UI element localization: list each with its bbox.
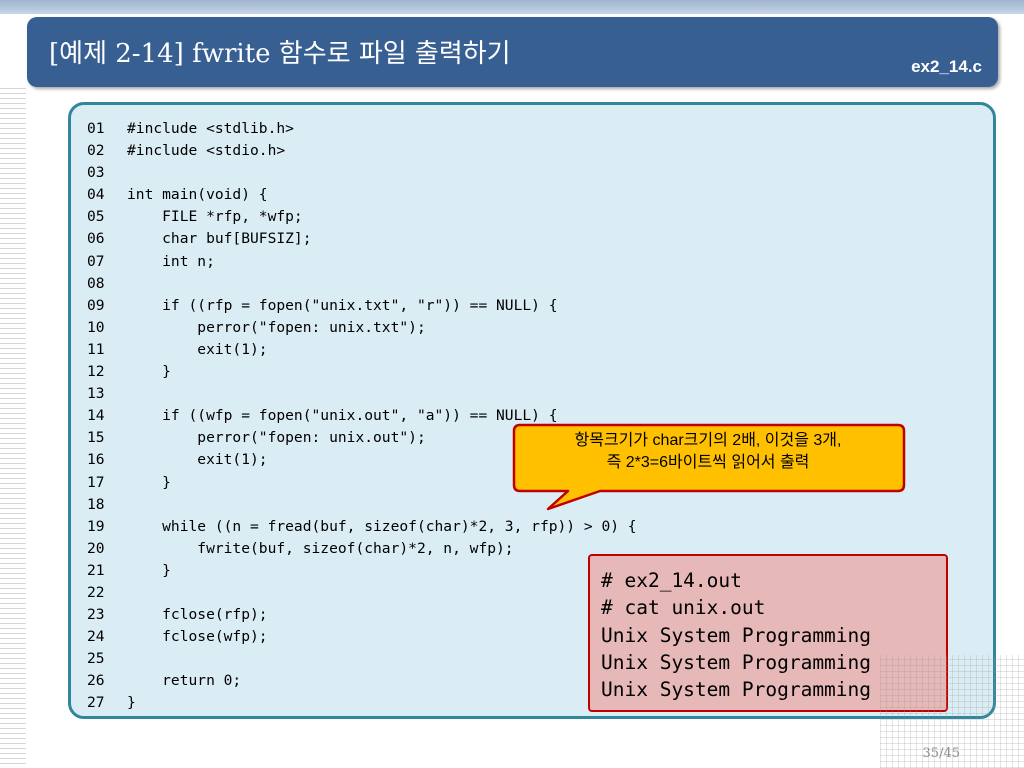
decorative-building-image [880,655,1024,768]
line-number: 24 [87,628,105,646]
code-line: 19 while ((n = fread(buf, sizeof(char)*2… [87,516,637,538]
line-number: 05 [87,208,105,226]
output-line: Unix System Programming [601,678,872,702]
code-text: fwrite(buf, sizeof(char)*2, n, wfp); [127,539,514,557]
output-line: # ex2_14.out [601,569,742,592]
line-number: 23 [87,606,105,624]
code-line: 26 return 0; [87,670,637,692]
code-text: fclose(wfp); [127,628,268,646]
callout-line-1: 항목크기가 char크기의 2배, 이것을 3개, [574,432,842,449]
code-line: 23 fclose(rfp); [87,604,637,626]
code-line: 27} [87,692,637,714]
code-line: 01 #include <stdlib.h> [87,118,637,140]
code-text: return 0; [127,672,242,690]
code-line: 07 int n; [87,251,637,273]
file-name-label: ex2_14.c [911,57,982,76]
code-text: if ((rfp = fopen("unix.txt", "r")) == NU… [127,296,558,314]
code-text: perror("fopen: unix.txt"); [127,318,426,336]
left-decorative-stripes [0,88,26,768]
line-number: 11 [87,340,105,358]
code-line: 14 if ((wfp = fopen("unix.out", "a")) ==… [87,405,637,427]
code-line: 18 [87,494,637,516]
code-text: exit(1); [127,451,268,469]
code-line: 15 perror("fopen: unix.out"); [87,427,637,449]
output-line: Unix System Programming [601,623,872,647]
code-line: 16 exit(1); [87,449,637,471]
code-line: 12 } [87,361,637,383]
code-line: 06 char buf[BUFSIZ]; [87,228,637,250]
code-text: } [127,363,171,381]
line-number: 04 [87,186,105,204]
line-number: 10 [87,318,105,336]
code-text: } [127,694,136,712]
code-line: 08 [87,273,637,295]
code-line: 02 #include <stdio.h> [87,140,637,162]
output-line: Unix System Programming [601,650,872,674]
code-line: 22 [87,582,637,604]
callout-line-2: 즉 2*3=6바이트씩 읽어서 출력 [606,454,810,471]
line-number: 17 [87,473,105,491]
code-line: 20 fwrite(buf, sizeof(char)*2, n, wfp); [87,538,637,560]
code-line: 13 [87,383,637,405]
top-band [0,0,1024,14]
code-line: 24 fclose(wfp); [87,626,637,648]
code-text: } [127,473,171,491]
code-text: #include <stdio.h> [127,142,286,160]
code-text: #include <stdlib.h> [127,120,294,137]
line-number: 08 [87,274,105,292]
line-number: 22 [87,583,105,601]
code-text: fclose(rfp); [127,606,268,624]
line-number: 16 [87,451,105,469]
line-number: 21 [87,561,105,579]
code-line: 11 exit(1); [87,339,637,361]
code-line: 05 FILE *rfp, *wfp; [87,206,637,228]
code-text: char buf[BUFSIZ]; [127,230,312,248]
slide-title: [예제 2-14] fwrite 함수로 파일 출력하기 [49,39,511,69]
code-listing: 01 #include <stdlib.h> 02 #include <stdio.h… [87,118,637,715]
code-text: perror("fopen: unix.out"); [127,429,426,447]
line-number: 01 [87,120,105,137]
code-text: if ((wfp = fopen("unix.out", "a")) == NU… [127,407,558,425]
line-number: 09 [87,296,105,314]
code-text: exit(1); [127,340,268,358]
title-bar: [예제 2-14] fwrite 함수로 파일 출력하기 ex2_14.c [27,17,998,87]
line-number: 20 [87,539,105,557]
code-line: 10 perror("fopen: unix.txt"); [87,317,637,339]
line-number: 03 [87,164,105,182]
line-number: 25 [87,650,105,668]
output-line: # cat unix.out [601,596,766,620]
code-line: 25 [87,648,637,670]
line-number: 13 [87,385,105,403]
line-number: 15 [87,429,105,447]
page-number: 35/45 [922,746,960,761]
line-number: 12 [87,363,105,381]
code-line: 21 } [87,560,637,582]
code-text: } [127,561,171,579]
line-number: 26 [87,672,105,690]
code-panel: 01 #include <stdlib.h> 02 #include <stdio.h… [68,102,996,719]
callout-text: 항목크기가 char크기의 2배, 이것을 3개, 즉 2*3=6바이트씩 읽어… [512,430,904,474]
line-number: 07 [87,252,105,270]
code-line: 03 [87,162,637,184]
code-text: FILE *rfp, *wfp; [127,208,303,226]
code-text: int n; [127,252,215,270]
line-number: 06 [87,230,105,248]
code-line: 09 if ((rfp = fopen("unix.txt", "r")) ==… [87,295,637,317]
line-number: 02 [87,142,105,160]
code-text: int main(void) { [127,186,268,204]
line-number: 18 [87,495,105,513]
code-line: 04 int main(void) { [87,184,637,206]
code-text: while ((n = fread(buf, sizeof(char)*2, 3… [127,517,637,535]
line-number: 27 [87,694,105,712]
line-number: 19 [87,517,105,535]
line-number: 14 [87,407,105,425]
code-line: 17 } [87,472,637,494]
